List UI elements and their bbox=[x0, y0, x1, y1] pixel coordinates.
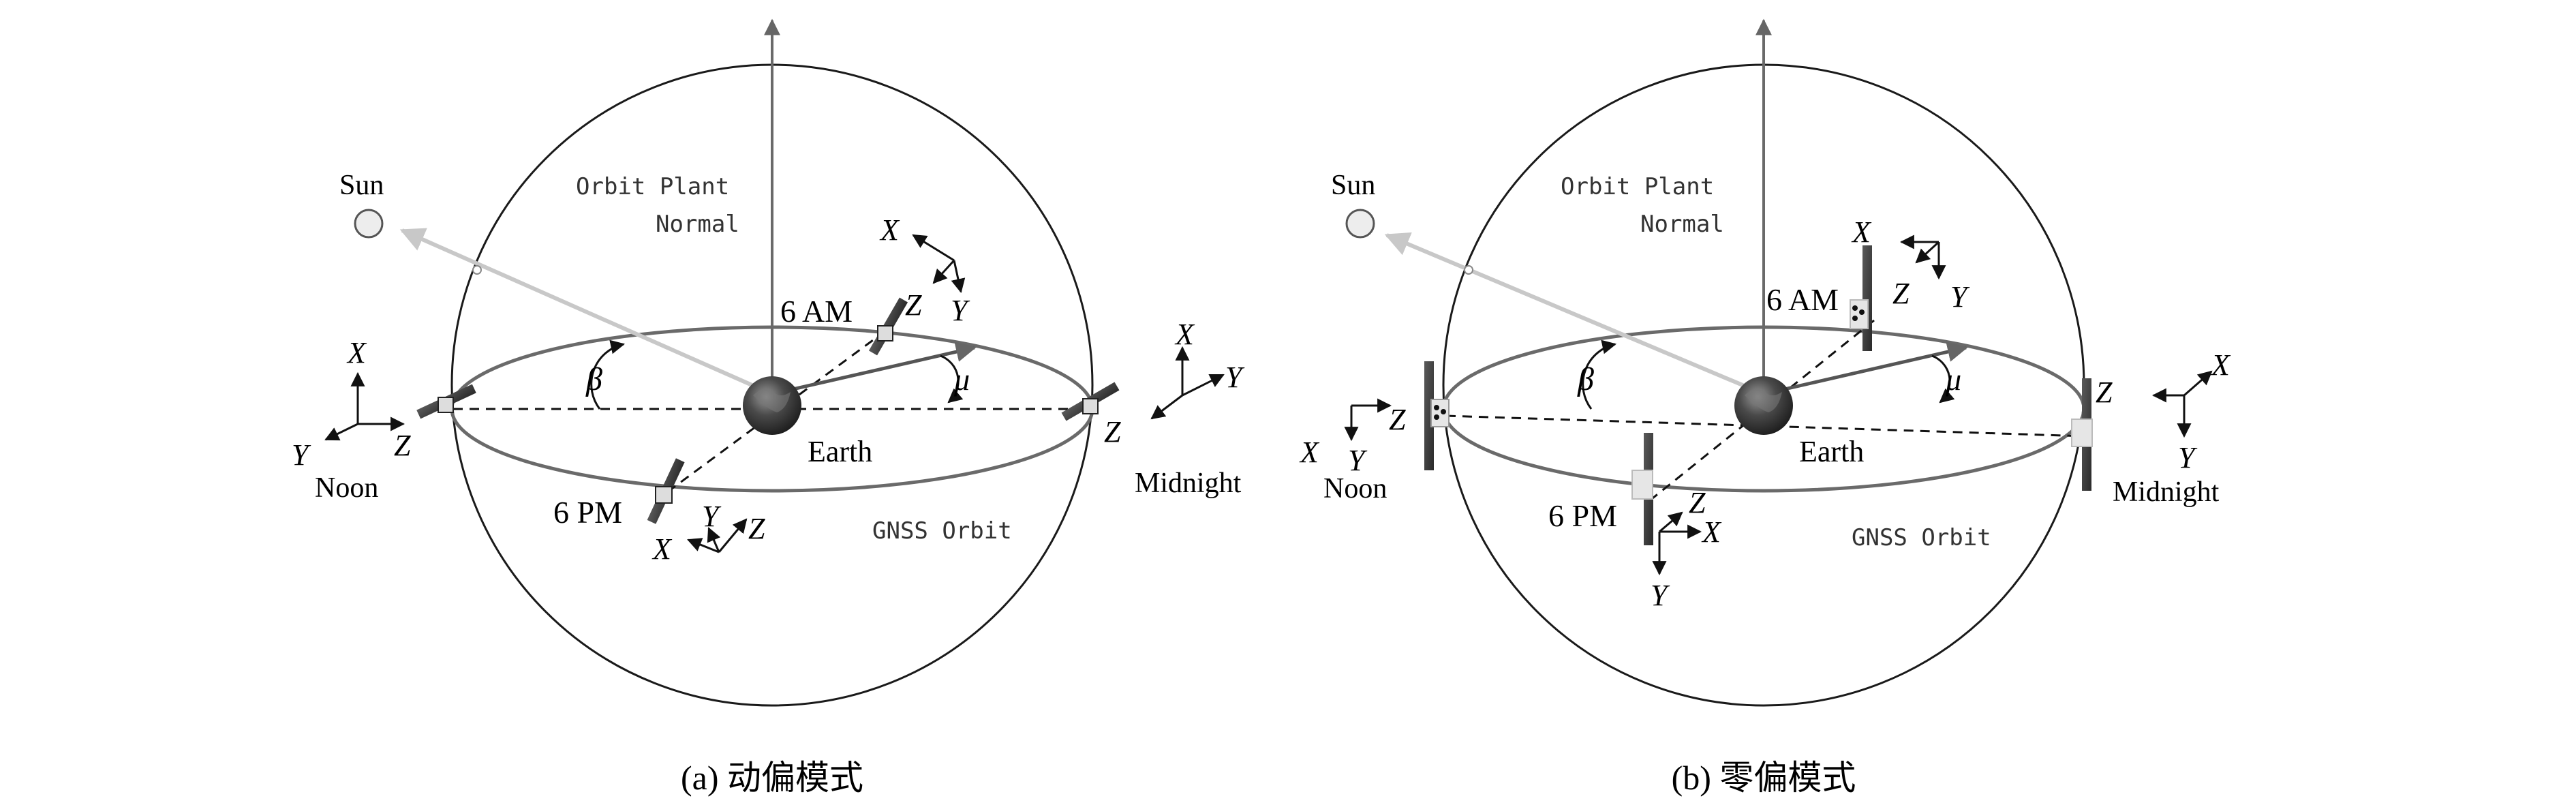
am-x-label: X bbox=[879, 213, 900, 247]
midnight-z-label: Z bbox=[2096, 376, 2113, 409]
midnight-x-label: X bbox=[1174, 318, 1195, 351]
am-y-label: Y bbox=[951, 294, 970, 327]
mu-label: μ bbox=[1945, 362, 1961, 397]
earth-continent bbox=[753, 389, 791, 412]
noon-label: Noon bbox=[1323, 473, 1387, 504]
axes-6am bbox=[1899, 234, 1946, 280]
sun-line-node bbox=[472, 265, 482, 275]
orbit-label: GNSS Orbit bbox=[872, 517, 1012, 545]
earth-label: Earth bbox=[1799, 435, 1864, 468]
satellite-noon bbox=[416, 384, 476, 419]
mu-vector bbox=[771, 341, 977, 396]
panel-b: Sun Orbit Plant Normal 6 AM 6 PM Earth G… bbox=[1299, 18, 2231, 797]
beta-arc bbox=[1582, 339, 1617, 410]
normal-label-line2: Normal bbox=[656, 211, 739, 238]
label-6pm: 6 PM bbox=[553, 495, 622, 530]
sun-icon bbox=[354, 209, 384, 239]
normal-label-line1: Orbit Plant bbox=[576, 173, 729, 200]
am-x-label: X bbox=[1851, 215, 1872, 249]
label-6am: 6 AM bbox=[780, 294, 853, 329]
orbit-label: GNSS Orbit bbox=[1852, 524, 1991, 551]
caption-a: (a) 动偏模式 bbox=[681, 759, 863, 797]
axes-6pm bbox=[687, 518, 748, 553]
axes-noon bbox=[1344, 398, 1392, 442]
axes-6am bbox=[912, 234, 966, 294]
midnight-z-label: Z bbox=[1104, 415, 1121, 449]
noon-y-label: Y bbox=[1348, 444, 1368, 477]
satellite-noon bbox=[1424, 361, 1450, 470]
sun-direction-arrow bbox=[1384, 232, 1765, 396]
axes-6pm bbox=[1652, 511, 1702, 576]
axes-midnight bbox=[2151, 370, 2213, 438]
mu-arc bbox=[1931, 354, 1955, 404]
noon-y-label: Y bbox=[292, 438, 311, 472]
am-z-label: Z bbox=[905, 288, 922, 322]
noon-z-label: Z bbox=[1389, 403, 1406, 436]
beta-label: β bbox=[585, 361, 602, 397]
sun-icon bbox=[1345, 209, 1375, 239]
pm-x-label: X bbox=[651, 532, 673, 566]
mu-vector bbox=[1763, 341, 1968, 396]
normal-label-line2: Normal bbox=[1640, 211, 1724, 238]
midnight-label: Midnight bbox=[1135, 468, 1242, 499]
noon-x-label: X bbox=[1299, 436, 1320, 469]
axes-midnight bbox=[1150, 346, 1225, 420]
panel-a: Sun Orbit Plant Normal 6 AM 6 PM Earth G… bbox=[292, 18, 1245, 797]
noon-label: Noon bbox=[315, 472, 378, 504]
pm-y-label: Y bbox=[1651, 579, 1670, 612]
satellite-midnight bbox=[1061, 382, 1120, 421]
satellite-6pm bbox=[647, 458, 685, 524]
beta-label: β bbox=[1577, 361, 1594, 397]
earth-continent bbox=[1745, 389, 1782, 412]
satellite-6am bbox=[868, 297, 908, 356]
sun-direction-arrow bbox=[399, 228, 773, 396]
midnight-y-label: Y bbox=[2178, 441, 2198, 474]
midnight-x-label: X bbox=[2210, 348, 2231, 382]
pm-x-label: X bbox=[1701, 515, 1722, 549]
satellite-6am bbox=[1850, 245, 1872, 351]
beta-arc bbox=[590, 339, 626, 410]
am-y-label: Y bbox=[1950, 280, 1970, 314]
earth-label: Earth bbox=[808, 435, 872, 468]
axes-noon bbox=[324, 371, 405, 441]
satellite-midnight bbox=[2071, 378, 2093, 491]
satellite-6pm bbox=[1631, 433, 1653, 545]
midnight-label: Midnight bbox=[2113, 476, 2220, 508]
sun-label: Sun bbox=[1331, 170, 1375, 201]
am-z-label: Z bbox=[1892, 277, 1910, 310]
sun-label: Sun bbox=[339, 170, 384, 201]
mu-arc bbox=[940, 354, 964, 404]
mu-label: μ bbox=[953, 362, 970, 397]
caption-b: (b) 零偏模式 bbox=[1672, 759, 1856, 797]
pm-y-label: Y bbox=[702, 500, 722, 533]
noon-z-label: Z bbox=[394, 429, 411, 462]
label-6pm: 6 PM bbox=[1548, 498, 1617, 533]
pm-z-label: Z bbox=[748, 512, 765, 545]
sun-line-node bbox=[1464, 265, 1473, 275]
normal-label-line1: Orbit Plant bbox=[1561, 173, 1714, 200]
noon-x-label: X bbox=[346, 336, 367, 369]
pm-z-label: Z bbox=[1689, 486, 1706, 519]
label-6am: 6 AM bbox=[1766, 282, 1839, 317]
midnight-y-label: Y bbox=[1225, 361, 1245, 394]
